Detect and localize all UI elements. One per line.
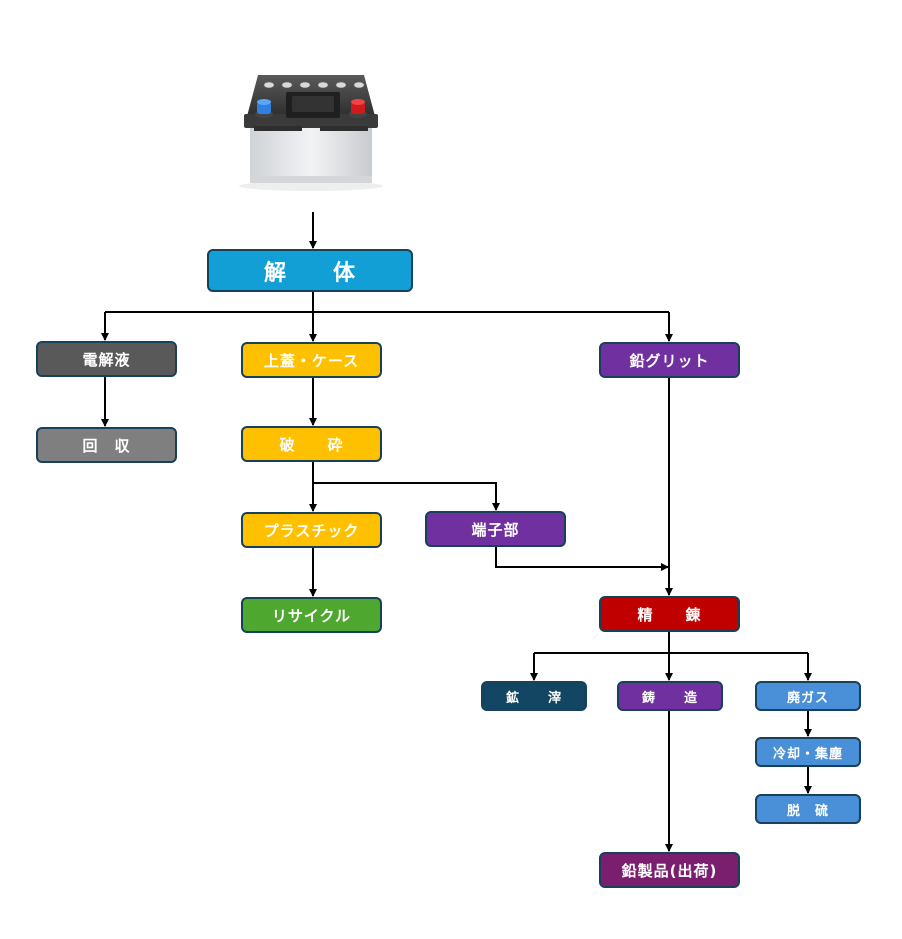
car-battery-icon [239,75,383,191]
node-denkaieki: 電解液 [36,341,177,377]
node-kaishu-label: 回 収 [82,436,131,455]
node-hasai: 破 砕 [241,426,382,462]
node-recycle: リサイクル [241,597,382,633]
node-namari-grid: 鉛グリット [599,342,740,378]
node-reikyaku-label: 冷却・集塵 [772,746,843,762]
node-kaitai: 解 体 [207,249,413,292]
edge-tanshibu-seiren [495,547,669,571]
node-kaitai-label: 解 体 [263,260,356,286]
node-haigas-label: 廃ガス [786,690,829,706]
node-uwabuta: 上蓋・ケース [241,342,382,378]
node-datsuryu-label: 脱 硫 [786,803,829,819]
node-namari-seihin: 鉛製品(出荷) [599,852,740,888]
node-reikyaku: 冷却・集塵 [755,737,861,767]
node-chuzou-label: 鋳 造 [641,690,698,706]
node-namari-grid-label: 鉛グリット [629,351,710,370]
node-tanshibu: 端子部 [425,511,566,547]
node-haigas: 廃ガス [755,681,861,711]
node-denkaieki-label: 電解液 [82,350,131,369]
node-plastic: プラスチック [241,512,382,548]
node-kousai: 鉱 滓 [481,681,587,711]
node-chuzou: 鋳 造 [617,681,723,711]
node-kousai-label: 鉱 滓 [505,690,562,706]
node-kaishu: 回 収 [36,427,177,463]
node-uwabuta-label: 上蓋・ケース [263,351,360,370]
node-namari-seihin-label: 鉛製品(出荷) [621,861,718,880]
node-seiren-label: 精 錬 [637,605,702,624]
node-datsuryu: 脱 硫 [755,794,861,824]
node-recycle-label: リサイクル [271,606,352,625]
node-seiren: 精 錬 [599,596,740,632]
node-plastic-label: プラスチック [263,521,360,540]
node-tanshibu-label: 端子部 [471,520,520,539]
edge-hasai-tanshibu [313,482,500,511]
node-hasai-label: 破 砕 [279,435,344,454]
